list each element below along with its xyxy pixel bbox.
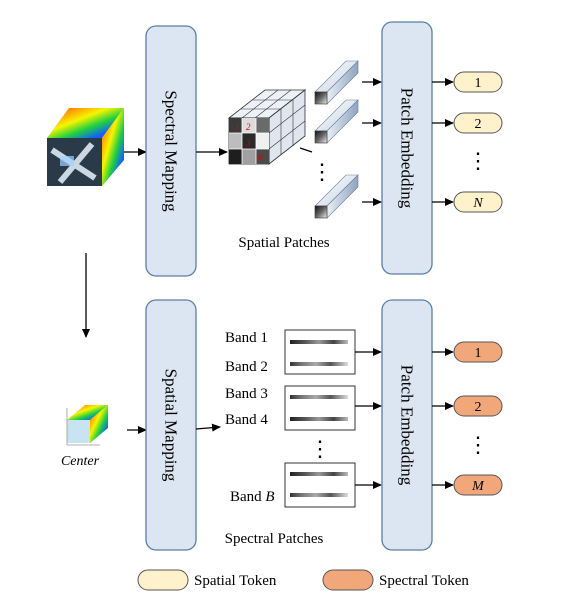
- patch-rod-1: [314, 60, 359, 105]
- grid-label-2: 2: [246, 122, 251, 132]
- band-3-label: Band 3: [225, 386, 268, 402]
- grid-label-1: 1: [235, 122, 240, 132]
- center-label: Center: [61, 454, 100, 469]
- spectral-mapping-box: [145, 25, 197, 277]
- band-1-label: Band 1: [225, 330, 268, 346]
- grid-to-rods-connector: [299, 147, 313, 153]
- spatial-token-n-label: N: [472, 196, 483, 211]
- spectral-token-ellipsis: ⋮: [467, 432, 489, 457]
- spatial-patches-caption: Spatial Patches: [238, 235, 329, 251]
- patch-embedding-box-bottom: [381, 299, 433, 551]
- arrow-spatial-mapping-out: [195, 423, 221, 432]
- spatial-token-1: [453, 71, 503, 93]
- spatial-token-1-label: 1: [475, 76, 482, 91]
- band-pair-3-4: [284, 385, 356, 431]
- band-pair-1-2: [284, 329, 356, 375]
- hsi-cube-image: [47, 108, 124, 186]
- legend-spectral-token-label: Spectral Token: [379, 573, 469, 589]
- legend-spatial-token-swatch: [137, 569, 189, 591]
- patch-embedding-label-top: Patch Embedding: [398, 88, 417, 209]
- band-2-label: Band 2: [225, 359, 268, 375]
- patch-rod-2: [314, 99, 359, 144]
- spatial-token-2: [453, 112, 503, 134]
- spectral-token-1: [453, 341, 503, 363]
- patch-embedding-label-bottom: Patch Embedding: [398, 365, 417, 486]
- spatial-token-ellipsis: ⋮: [467, 148, 489, 173]
- spatial-patch-grid: [227, 89, 307, 165]
- spectral-token-m: [453, 474, 503, 496]
- band-4-label: Band 4: [225, 412, 268, 428]
- spectral-token-2-label: 2: [475, 400, 482, 415]
- spectral-token-m-label: M: [471, 479, 485, 494]
- patch-rod-n: [314, 174, 359, 219]
- spatial-token-n: [453, 191, 503, 213]
- band-pair-last: [284, 462, 356, 508]
- spatial-mapping-box: [145, 299, 197, 551]
- patch-embedding-box-top: [381, 21, 433, 275]
- band-b-var: B: [265, 489, 274, 505]
- rods-ellipsis: ⋮: [311, 159, 333, 184]
- spatial-mapping-label: Spatial Mapping: [162, 369, 181, 482]
- spectral-mapping-label: Spectral Mapping: [162, 90, 181, 212]
- band-b-prefix: Band: [230, 489, 262, 505]
- grid-label-n: N: [256, 153, 264, 163]
- band-b-label: Band B: [230, 489, 275, 505]
- spatial-token-2-label: 2: [475, 117, 482, 132]
- center-pixel-image: [66, 405, 108, 446]
- legend-spectral-token-swatch: [322, 569, 374, 591]
- band-ellipsis: ⋮: [309, 436, 331, 461]
- spectral-token-1-label: 1: [475, 346, 482, 361]
- spectral-patches-caption: Spectral Patches: [225, 531, 324, 547]
- grid-label-3: 3: [245, 138, 251, 148]
- legend-spatial-token-label: Spatial Token: [194, 573, 277, 589]
- spectral-token-2: [453, 395, 503, 417]
